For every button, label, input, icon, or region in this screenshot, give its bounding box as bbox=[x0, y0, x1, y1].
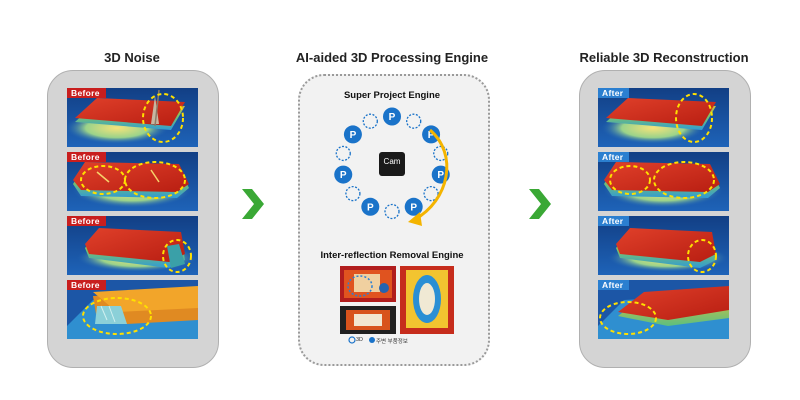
clean-scan-2 bbox=[598, 152, 729, 211]
projector-icon bbox=[406, 113, 422, 129]
projector-icon bbox=[423, 185, 439, 202]
before-tile-4: Before bbox=[67, 280, 198, 339]
before-tag-1: Before bbox=[67, 88, 106, 98]
projector-icon bbox=[335, 145, 351, 162]
projector-icon bbox=[433, 145, 449, 162]
svg-text:P: P bbox=[428, 130, 435, 141]
after-tag-1: After bbox=[598, 88, 630, 98]
after-tile-1: After bbox=[598, 88, 729, 147]
chevron-right-icon bbox=[529, 189, 551, 219]
projector-icon bbox=[362, 113, 378, 129]
legend-surround-icon bbox=[369, 337, 375, 343]
inter-reflection-title: Inter-reflection Removal Engine bbox=[320, 250, 464, 261]
legend-3d-label: 3D bbox=[356, 337, 364, 343]
before-tile-2: Before bbox=[67, 152, 198, 211]
projector-icon: P bbox=[343, 125, 362, 144]
svg-text:P: P bbox=[340, 170, 347, 181]
projector-icon: P bbox=[383, 107, 401, 126]
projector-icon: P bbox=[361, 197, 380, 216]
engine-title: AI-aided 3D Processing Engine bbox=[295, 50, 489, 65]
svg-text:P: P bbox=[437, 170, 444, 181]
chevron-right-icon bbox=[242, 189, 264, 219]
inter-reflection-images bbox=[340, 266, 454, 344]
after-tag-4: After bbox=[598, 280, 630, 290]
before-tag-2: Before bbox=[67, 152, 106, 162]
camera-label: Cam bbox=[383, 157, 401, 166]
camera-icon bbox=[379, 152, 405, 176]
after-tag-2: After bbox=[598, 152, 630, 162]
noisy-scan-3 bbox=[67, 216, 198, 275]
after-tile-4: After bbox=[598, 280, 729, 339]
clean-scan-4 bbox=[598, 280, 729, 339]
before-tile-1: Before bbox=[67, 88, 198, 147]
svg-text:P: P bbox=[350, 130, 357, 141]
projector-icon: P bbox=[404, 197, 423, 216]
before-tag-3: Before bbox=[67, 216, 106, 226]
arrow-head-icon bbox=[408, 212, 422, 226]
super-project-title: Super Project Engine bbox=[343, 90, 441, 101]
process-arrow bbox=[413, 128, 449, 222]
svg-text:P: P bbox=[410, 202, 417, 213]
projector-ring-diagram: P P P P P P P bbox=[334, 107, 450, 226]
noisy-scan-2 bbox=[67, 152, 198, 211]
projector-icon bbox=[384, 203, 400, 220]
after-tile-3: After bbox=[598, 216, 729, 275]
reconstruction-title: Reliable 3D Reconstruction bbox=[579, 50, 749, 65]
before-tag-4: Before bbox=[67, 280, 106, 290]
before-tile-3: Before bbox=[67, 216, 198, 275]
svg-text:P: P bbox=[367, 202, 374, 213]
noise-title: 3D Noise bbox=[104, 50, 160, 65]
projector-icon bbox=[345, 185, 361, 202]
after-tag-3: After bbox=[598, 216, 630, 226]
clean-scan-1 bbox=[598, 88, 729, 147]
projector-ring: P P P P P P P bbox=[334, 107, 450, 220]
legend-3d-icon bbox=[348, 336, 356, 344]
after-tile-2: After bbox=[598, 152, 729, 211]
svg-text:P: P bbox=[389, 112, 396, 123]
projector-icon: P bbox=[334, 165, 353, 184]
legend-surround-label: 주변 부품정보 bbox=[376, 339, 408, 345]
projector-icon: P bbox=[422, 125, 441, 144]
